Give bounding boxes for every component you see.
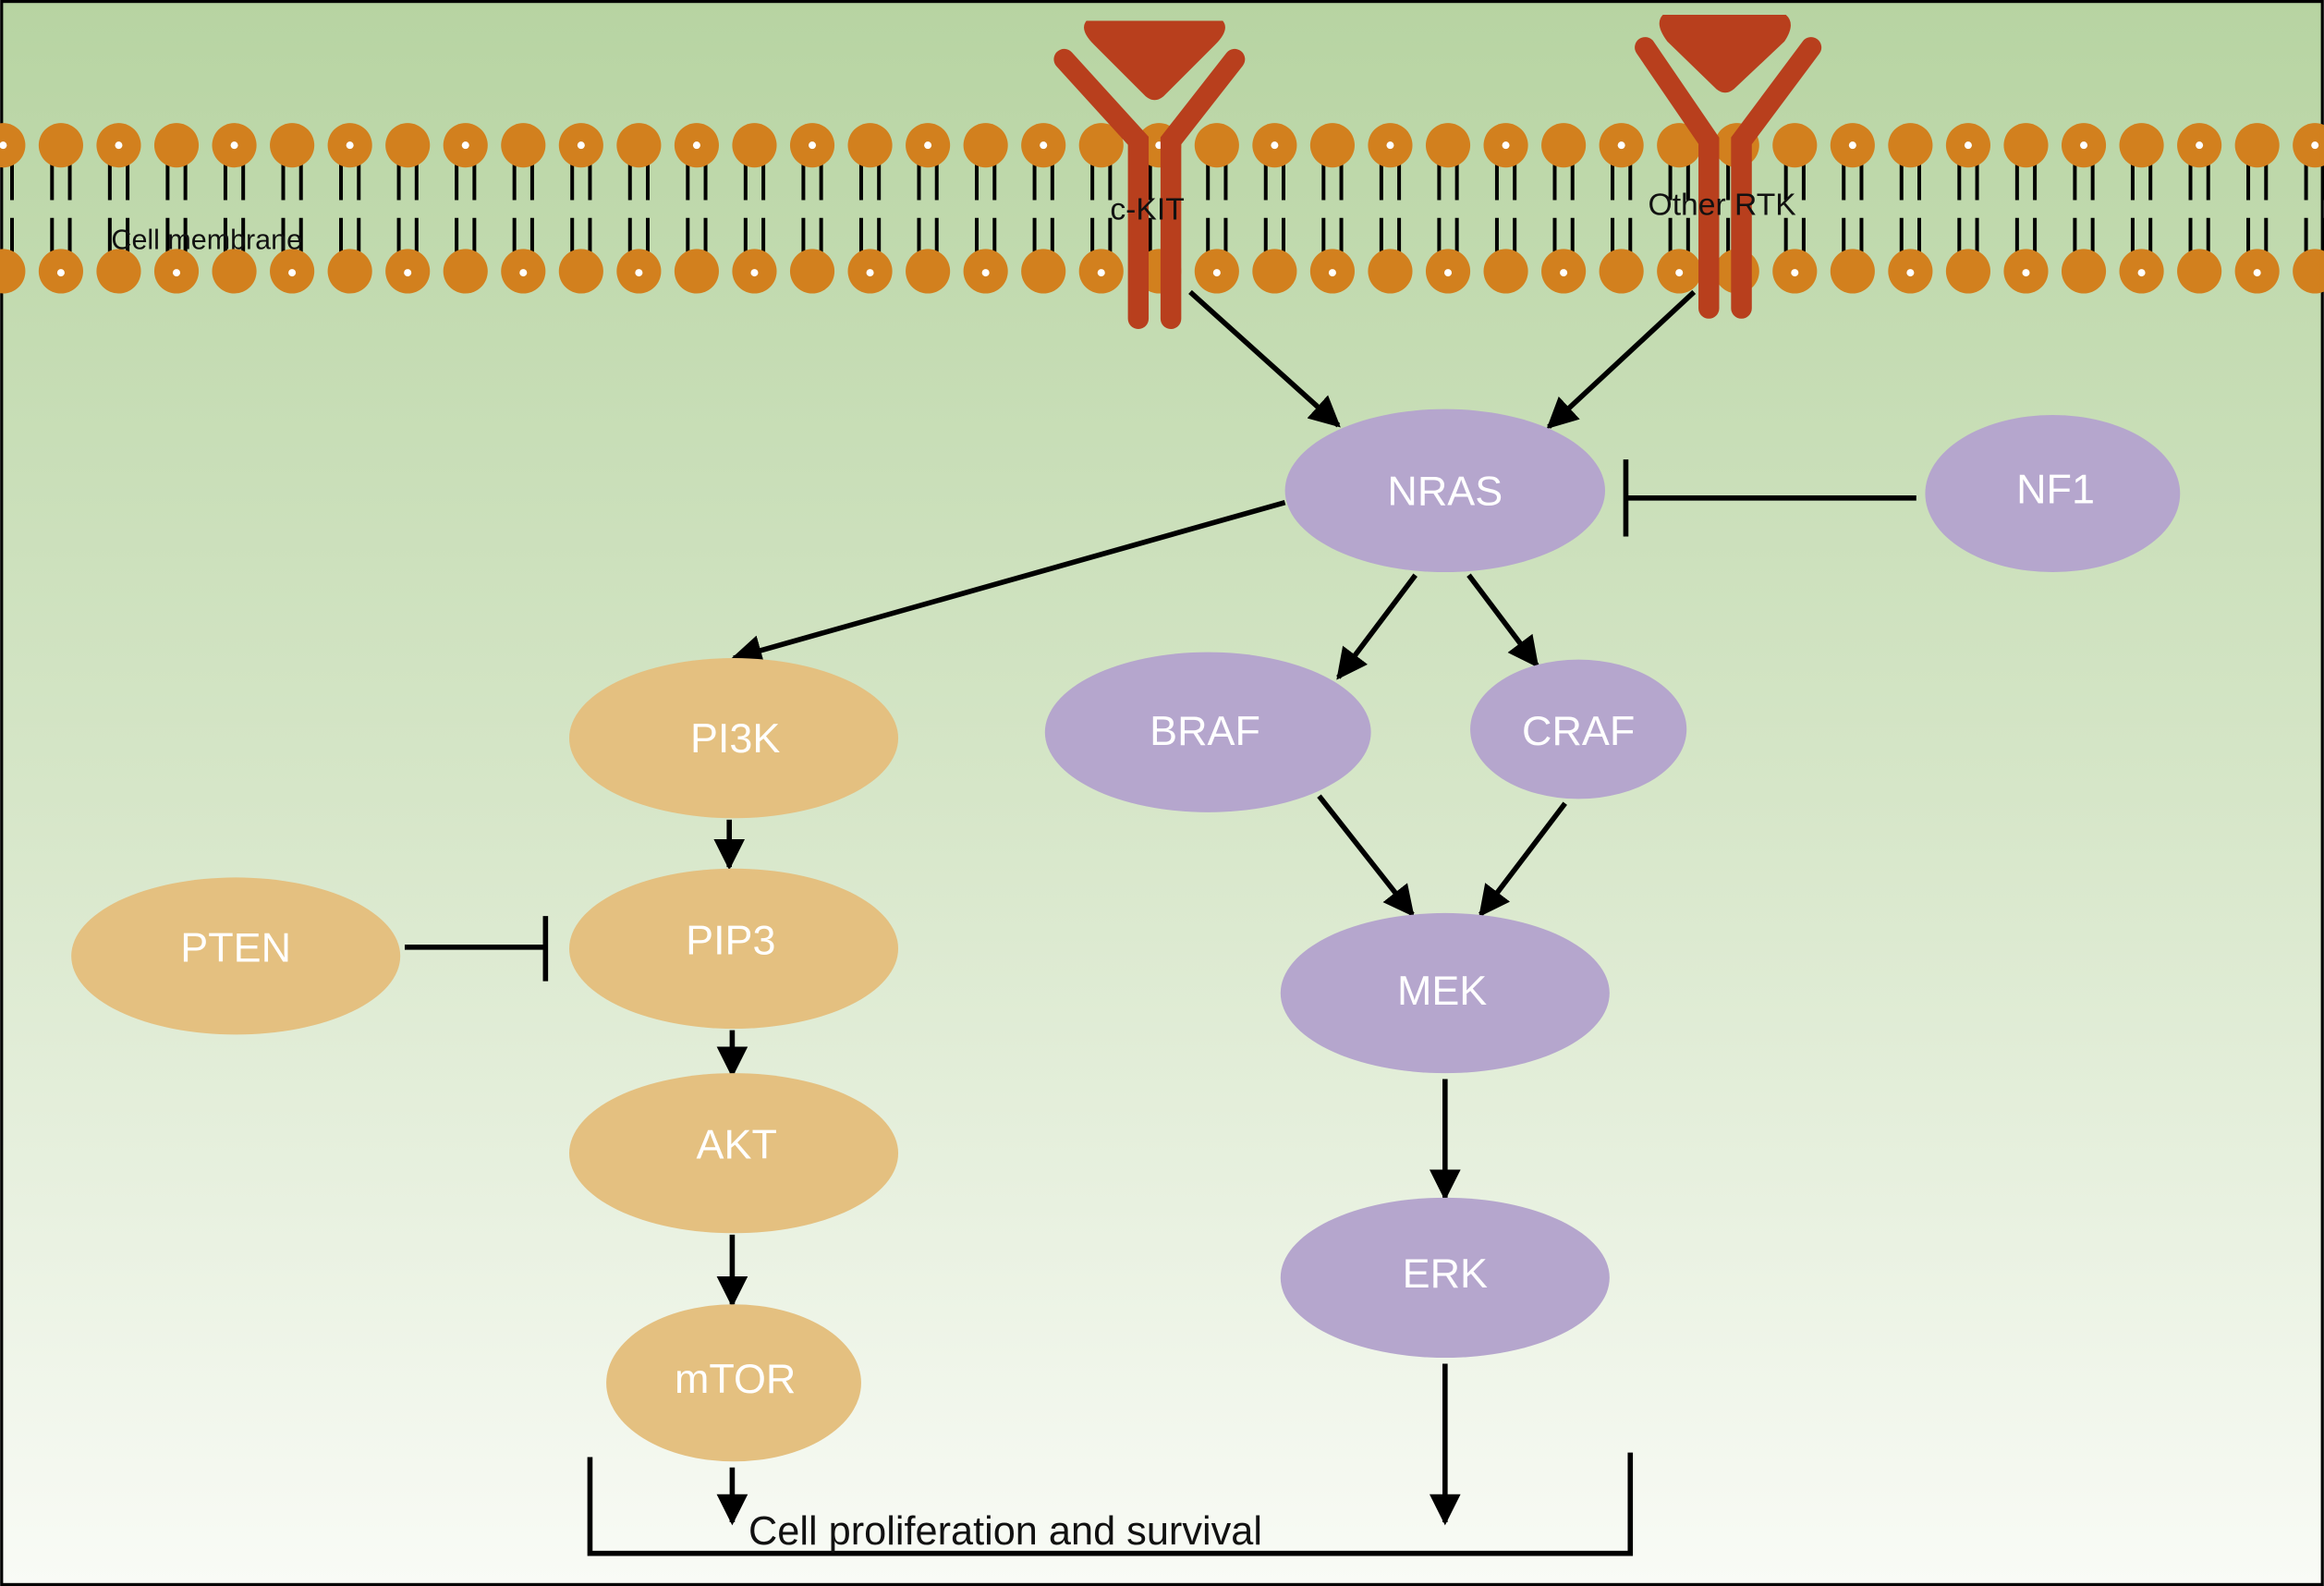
edge-nras-braf: [1336, 573, 1418, 680]
lipid-head: [2119, 123, 2164, 168]
lipid-head: [153, 123, 200, 168]
lipid-head: [906, 249, 951, 294]
node-label: ERK: [1403, 1250, 1488, 1297]
lipid-head: [1945, 249, 1990, 294]
lipid-head: [558, 249, 603, 294]
lipid-head: [963, 123, 1008, 168]
lipid-head: [1194, 123, 1239, 168]
lipid-head: [1425, 123, 1471, 168]
node-pten[interactable]: PTEN: [71, 877, 401, 1035]
lipid-head: [2061, 249, 2107, 294]
ckit-receptor[interactable]: [1053, 20, 1246, 330]
node-label: NF1: [2016, 466, 2095, 513]
edge-ckit-nras: [1188, 289, 1341, 428]
lipid-head: [1657, 123, 1702, 168]
node-pip3[interactable]: PIP3: [569, 868, 899, 1029]
lipid-head: [1368, 249, 1413, 294]
lipid-head: [1888, 123, 1933, 168]
lipid-head: [212, 249, 257, 294]
outcome-bracket: [587, 1452, 1634, 1556]
lipid-head: [2293, 249, 2324, 294]
lipid-head: [1309, 123, 1355, 168]
node-label: PIP3: [686, 916, 775, 963]
lipid-head: [1483, 249, 1528, 294]
node-label: NRAS: [1387, 467, 1503, 514]
lipid-head: [327, 249, 372, 294]
lipid-head: [1021, 249, 1066, 294]
lipid-head: [1078, 123, 1124, 168]
node-akt[interactable]: AKT: [569, 1073, 899, 1234]
lipid-head: [732, 123, 777, 168]
lipid-head: [1772, 123, 1818, 168]
node-label: AKT: [697, 1121, 777, 1168]
ligand-icon: [1084, 20, 1225, 101]
lipid-head: [0, 249, 26, 294]
lipid-head: [616, 123, 662, 168]
ckit-label: c-KIT: [1110, 192, 1184, 226]
node-erk[interactable]: ERK: [1280, 1197, 1610, 1359]
node-nras[interactable]: NRAS: [1284, 409, 1606, 573]
node-label: PTEN: [180, 923, 291, 970]
node-label: mTOR: [675, 1355, 796, 1402]
receptor-arm-left: [1053, 48, 1150, 330]
lipid-head: [789, 249, 835, 294]
node-label: CRAF: [1522, 707, 1635, 754]
lipid-head: [1541, 123, 1587, 168]
ligand-icon: [1659, 15, 1791, 93]
node-label: PI3K: [690, 714, 780, 762]
other-rtk-receptor[interactable]: [1635, 15, 1822, 319]
lipid-head: [501, 123, 546, 168]
lipid-head: [385, 123, 431, 168]
edge-rtk-nras: [1546, 289, 1697, 430]
membrane-label: Cell membrane: [111, 224, 302, 255]
lipid-head: [0, 123, 26, 168]
node-craf[interactable]: CRAF: [1470, 659, 1687, 799]
lipid-head: [2003, 123, 2049, 168]
receptor-arm-right: [1731, 37, 1822, 319]
edge-nras-craf: [1466, 573, 1539, 668]
lipid-head: [1830, 249, 1875, 294]
node-label: BRAF: [1150, 707, 1260, 754]
node-nf1[interactable]: NF1: [1925, 415, 2181, 573]
lipid-head: [2293, 123, 2324, 168]
edge-nras-pi3k: [730, 499, 1286, 666]
lipid-head: [270, 123, 315, 168]
receptor-arm-left: [1635, 37, 1720, 319]
lipid-head: [1599, 249, 1644, 294]
edges: [404, 289, 1916, 1556]
receptor-arm-right: [1160, 48, 1246, 330]
edge-braf-mek: [1317, 794, 1415, 918]
node-mtor[interactable]: mTOR: [606, 1304, 861, 1462]
node-mek[interactable]: MEK: [1280, 912, 1610, 1074]
lipid-head: [674, 249, 719, 294]
edge-craf-mek: [1478, 801, 1567, 918]
node-label: MEK: [1397, 967, 1487, 1014]
lipid-head: [443, 249, 488, 294]
outcome-label: Cell proliferation and survival: [748, 1509, 1262, 1554]
lipid-head: [2234, 123, 2280, 168]
node-braf[interactable]: BRAF: [1044, 652, 1371, 812]
node-pi3k[interactable]: PI3K: [569, 658, 899, 819]
lipid-head: [847, 123, 893, 168]
lipid-head: [2177, 249, 2222, 294]
lipid-head: [96, 249, 141, 294]
lipid-head: [38, 123, 83, 168]
lipid-head: [1252, 249, 1297, 294]
other-rtk-label: Other RTK: [1649, 189, 1797, 223]
